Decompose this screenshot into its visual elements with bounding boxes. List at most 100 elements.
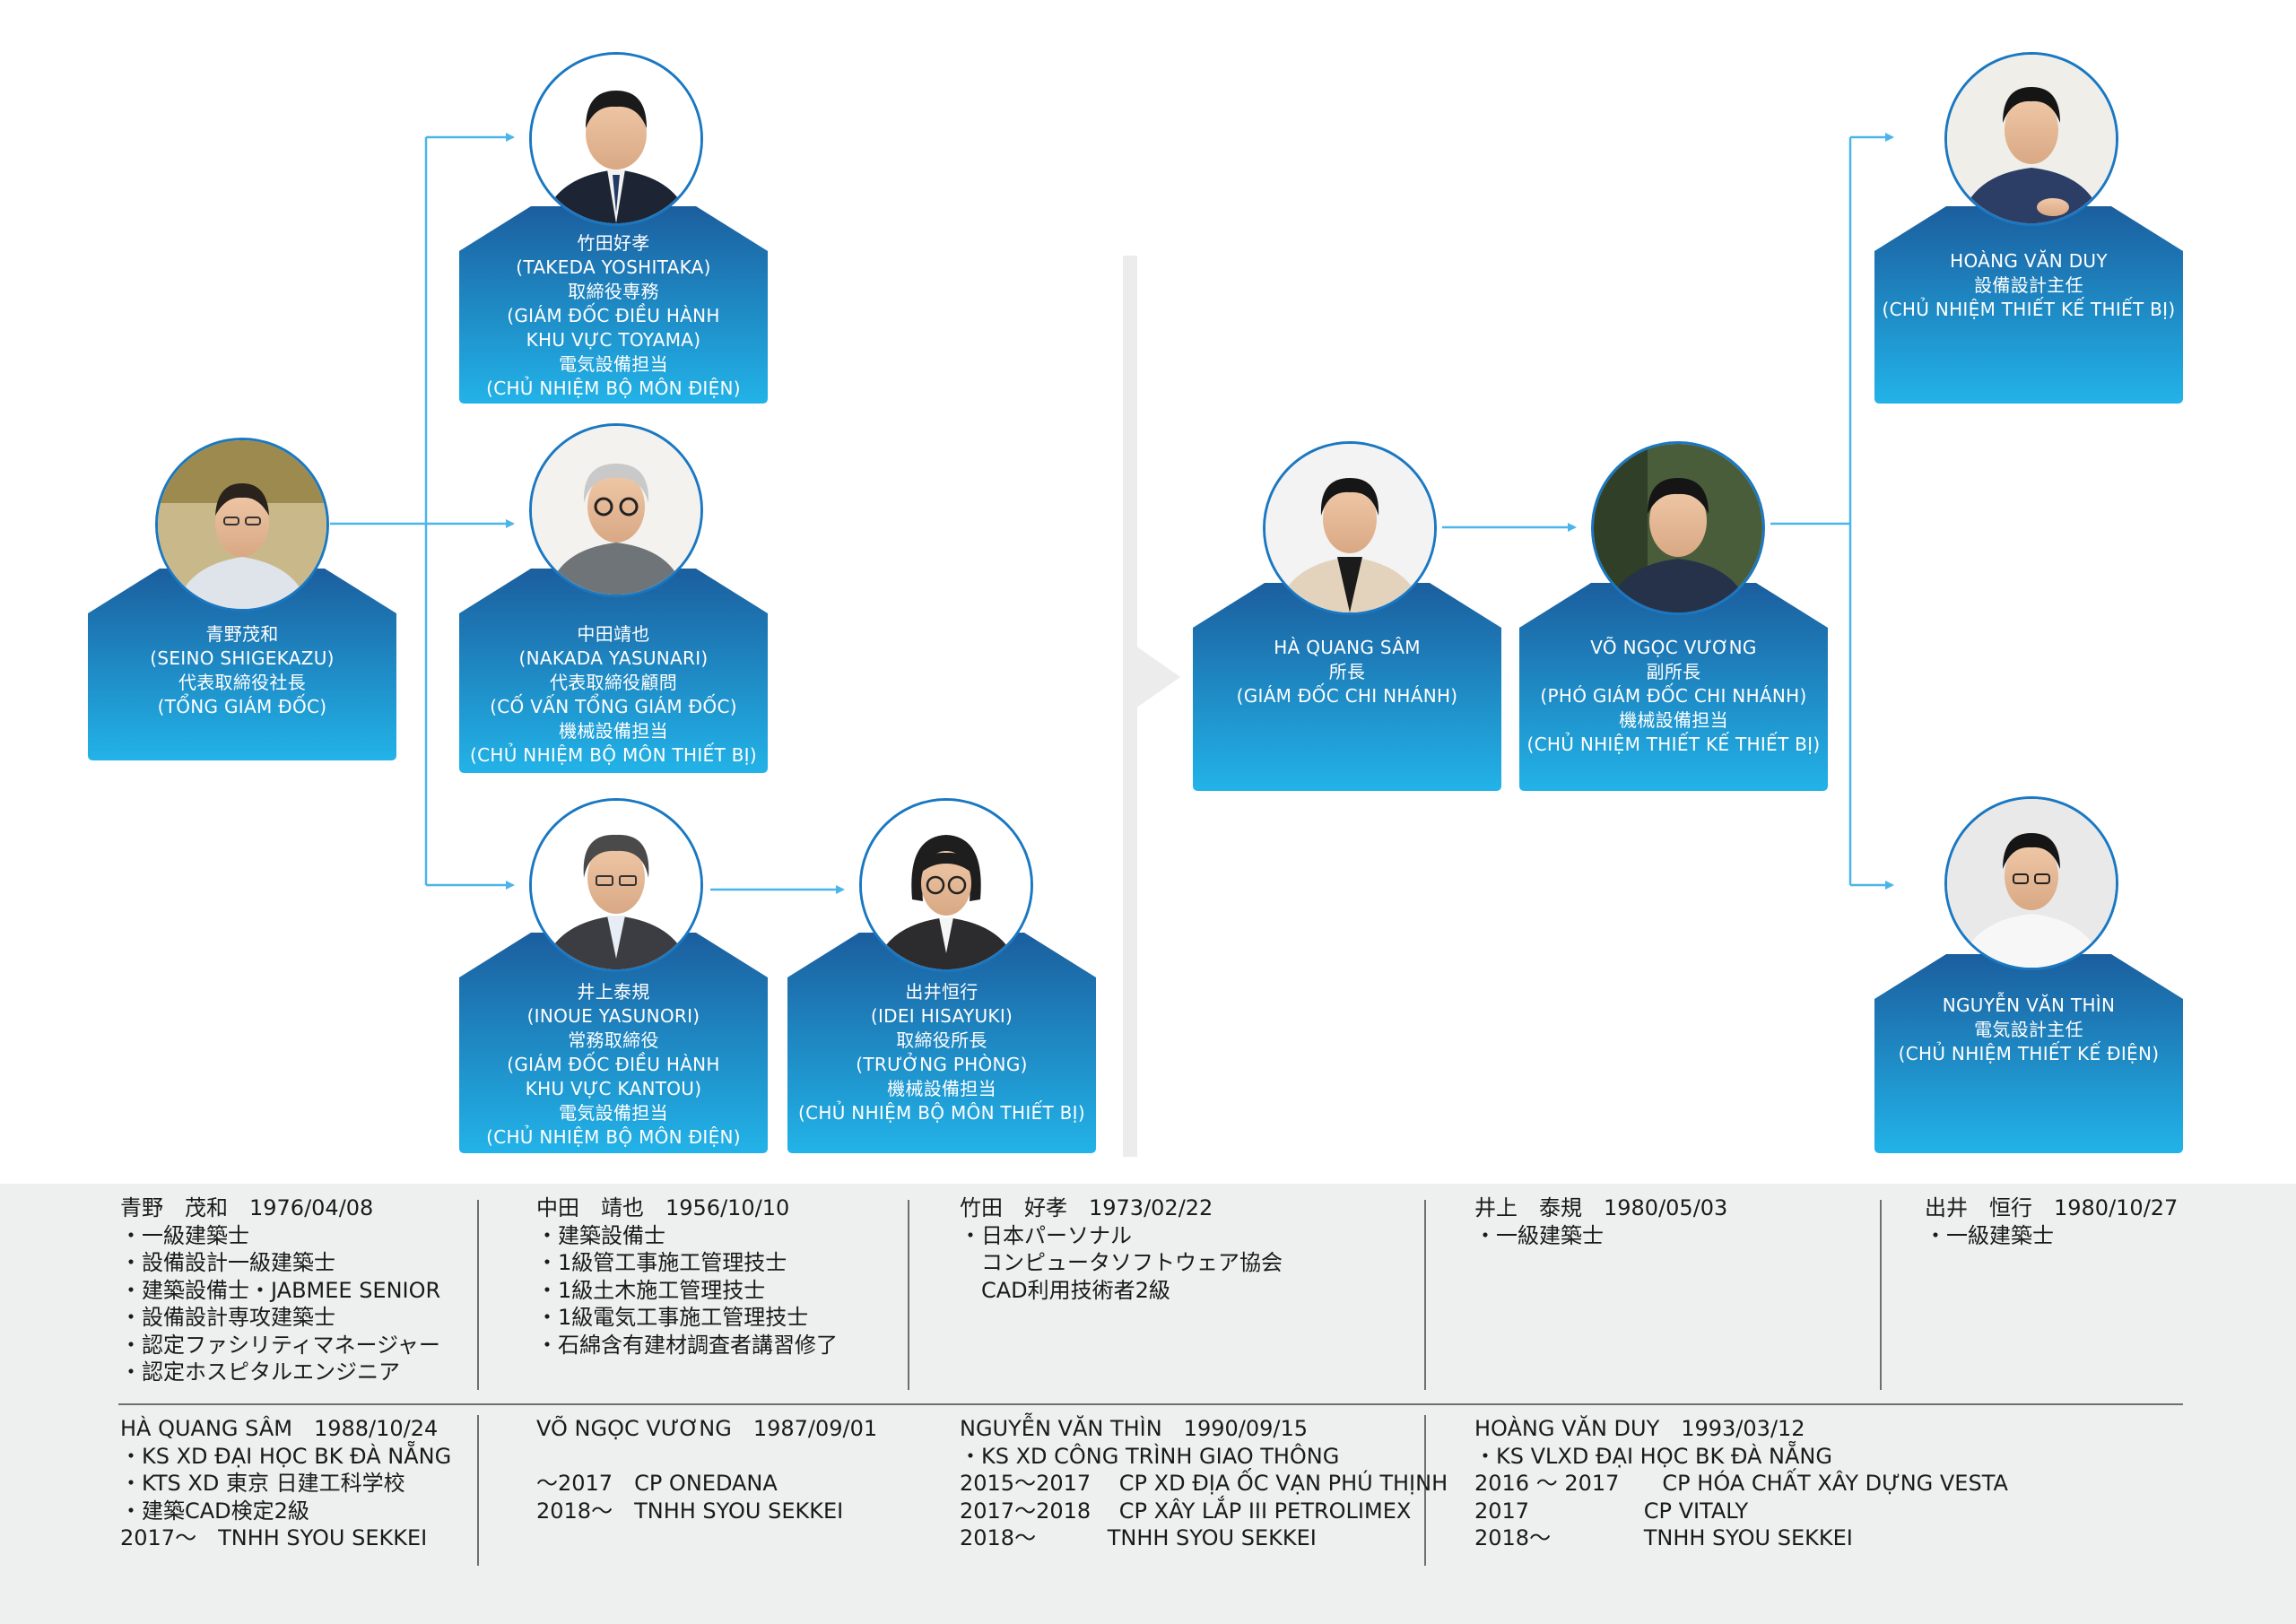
- card-shape: [459, 569, 768, 773]
- duty-vi: (CHỦ NHIỆM BỘ MÔN ĐIỆN): [486, 378, 741, 399]
- role-vi: (TỔNG GIÁM ĐỐC): [157, 696, 327, 717]
- card-shape: [1874, 954, 2183, 1153]
- column-separator: [1880, 1200, 1882, 1390]
- card-shape: [1874, 206, 2183, 404]
- profile-line: ・認定ファシリティマネージャー: [120, 1332, 440, 1358]
- profile-heading: VÕ NGỌC VƯƠNG 1987/09/01: [536, 1416, 878, 1441]
- role-jp: 電気設計主任: [1974, 1019, 2083, 1040]
- person-card-hoang: HOÀNG VĂN DUY 設備設計主任 (CHỦ NHIỆM THIẾT KẾ…: [1874, 206, 2183, 404]
- profile-line: コンピュータソフトウェア協会: [960, 1250, 1283, 1275]
- profile-heading: HOÀNG VĂN DUY 1993/03/12: [1474, 1416, 1805, 1441]
- profile-line: ・一級建築士: [1925, 1222, 2054, 1248]
- profile-line: ・日本パーソナル: [960, 1222, 1132, 1248]
- profile-heading: 青野 茂和 1976/04/08: [120, 1195, 374, 1220]
- profile-line: 2018〜 TNHH SYOU SEKKEI: [1474, 1525, 1853, 1550]
- profile-line: 2016 〜 2017 CP HÓA CHẤT XÂY DỰNG VESTA: [1474, 1471, 2008, 1496]
- card-text: HÀ QUANG SÂM 所長 (GIÁM ĐỐC CHI NHÁNH): [1193, 636, 1501, 708]
- avatar-photo-nakada: [529, 423, 703, 597]
- avatar-photo-nguyen: [1944, 796, 2118, 970]
- card-text: HOÀNG VĂN DUY 設備設計主任 (CHỦ NHIỆM THIẾT KẾ…: [1874, 249, 2183, 322]
- avatar-photo-aono: [155, 438, 329, 612]
- section-divider: [1123, 256, 1137, 1157]
- profile-line: 2017〜 TNHH SYOU SEKKEI: [120, 1525, 428, 1550]
- avatar-photo-vo: [1591, 441, 1765, 615]
- card-text: 出井恒行 (IDEI HISAYUKI) 取締役所長 (TRƯỞNG PHÒNG…: [787, 980, 1096, 1125]
- profile-line: ・設備設計一級建築士: [120, 1250, 335, 1275]
- profile-line: ・認定ホスピタルエンジニア: [120, 1359, 400, 1385]
- profile-heading: HÀ QUANG SÂM 1988/10/24: [120, 1416, 439, 1441]
- profile-line: 2017 CP VITALY: [1474, 1498, 1749, 1524]
- name-romaji: (IDEI HISAYUKI): [870, 1005, 1013, 1027]
- card-text: 中田靖也 (NAKADA YASUNARI) 代表取締役顧問 (CỐ VẤN T…: [459, 622, 768, 768]
- profile-line: 2015〜2017 CP XD ĐỊA ỐC VẠN PHÚ THỊNH: [960, 1471, 1448, 1496]
- profile-heading: 出井 恒行 1980/10/27: [1925, 1195, 2179, 1220]
- profile-heading: 中田 靖也 1956/10/10: [536, 1195, 790, 1220]
- person-card-aono: 青野茂和 (SEINO SHIGEKAZU) 代表取締役社長 (TỔNG GIÁ…: [88, 569, 396, 760]
- avatar-photo-hoang: [1944, 52, 2118, 226]
- profile-nakada: 中田 靖也 1956/10/10 ・建築設備士 ・1級管工事施工管理技士 ・1級…: [536, 1194, 838, 1359]
- card-text: 青野茂和 (SEINO SHIGEKAZU) 代表取締役社長 (TỔNG GIÁ…: [88, 622, 396, 719]
- role-jp: 所長: [1328, 661, 1366, 682]
- card-shape: [1193, 583, 1501, 791]
- profile-line: 2018〜 TNHH SYOU SEKKEI: [960, 1525, 1317, 1550]
- profile-takeda: 竹田 好孝 1973/02/22 ・日本パーソナル コンピュータソフトウェア協会…: [960, 1194, 1283, 1304]
- column-separator: [477, 1200, 479, 1390]
- connector-lines: [330, 133, 1894, 894]
- profile-line: ・石綿含有建材調査者講習修了: [536, 1332, 838, 1358]
- person-card-nakada: 中田靖也 (NAKADA YASUNARI) 代表取締役顧問 (CỐ VẤN T…: [459, 569, 768, 773]
- duty-jp: 機械設備担当: [559, 720, 668, 742]
- profile-line: ・KTS XD 東京 日建工科学校: [120, 1471, 405, 1496]
- avatar-photo-ha: [1263, 441, 1437, 615]
- role-vi: (GIÁM ĐỐC ĐIỀU HÀNH: [507, 305, 720, 326]
- role-jp: 代表取締役社長: [178, 672, 307, 693]
- role-vi: (GIÁM ĐỐC CHI NHÁNH): [1236, 685, 1458, 707]
- profile-idei: 出井 恒行 1980/10/27 ・一級建築士: [1925, 1194, 2178, 1249]
- name-vi: VÕ NGỌC VƯƠNG: [1590, 637, 1757, 658]
- profile-inoue: 井上 泰規 1980/05/03 ・一級建築士: [1474, 1194, 1727, 1249]
- name-jp: 中田靖也: [577, 623, 650, 645]
- profile-line: 〜2017 CP ONEDANA: [536, 1471, 778, 1496]
- role-vi: (CHỦ NHIỆM THIẾT KẾ ĐIỆN): [1898, 1043, 2160, 1064]
- profile-line: ・建築設備士・JABMEE SENIOR: [120, 1277, 441, 1303]
- name-jp: 青野茂和: [205, 623, 279, 645]
- profile-nguyen: NGUYỄN VĂN THÌN 1990/09/15 ・KS XD CÔNG T…: [960, 1415, 1448, 1552]
- card-shape: [1519, 583, 1828, 791]
- name-vi: HOÀNG VĂN DUY: [1950, 250, 2108, 272]
- org-chart: [330, 133, 1894, 1157]
- profile-line: ・設備設計専攻建築士: [120, 1305, 335, 1330]
- role-vi: (GIÁM ĐỐC ĐIỀU HÀNH: [507, 1054, 720, 1075]
- profile-line: 2017〜2018 CP XÂY LẮP III PETROLIMEX: [960, 1498, 1412, 1524]
- profiles-panel: 青野 茂和 1976/04/08 ・一級建築士 ・設備設計一級建築士 ・建築設備…: [0, 1184, 2296, 1624]
- avatar-photo-takeda: [529, 52, 703, 226]
- person-card-takeda: 竹田好孝 (TAKEDA YOSHITAKA) 取締役専務 (GIÁM ĐỐC …: [459, 206, 768, 404]
- name-romaji: (INOUE YASUNORI): [526, 1005, 700, 1027]
- card-shape: [459, 933, 768, 1153]
- card-shape: [787, 933, 1096, 1153]
- profile-aono: 青野 茂和 1976/04/08 ・一級建築士 ・設備設計一級建築士 ・建築設備…: [120, 1194, 440, 1386]
- role-vi-2: KHU VỰC KANTOU): [525, 1078, 702, 1099]
- profile-line: ・KS XD ĐẠI HỌC BK ĐÀ NẴNG: [120, 1443, 452, 1469]
- role-vi: (CHỦ NHIỆM THIẾT KẾ THIẾT BỊ): [1882, 299, 2176, 320]
- duty-jp: 機械設備担当: [1619, 709, 1728, 731]
- profile-line: ・KS XD CÔNG TRÌNH GIAO THÔNG: [960, 1443, 1340, 1469]
- duty-jp: 機械設備担当: [887, 1078, 996, 1099]
- person-card-vo: VÕ NGỌC VƯƠNG 副所長 (PHÓ GIÁM ĐỐC CHI NHÁN…: [1519, 583, 1828, 791]
- role-jp: 副所長: [1646, 661, 1701, 682]
- name-vi: NGUYỄN VĂN THÌN: [1942, 994, 2116, 1016]
- person-card-ha: HÀ QUANG SÂM 所長 (GIÁM ĐỐC CHI NHÁNH): [1193, 583, 1501, 791]
- card-text: VÕ NGỌC VƯƠNG 副所長 (PHÓ GIÁM ĐỐC CHI NHÁN…: [1519, 636, 1828, 757]
- role-jp: 取締役所長: [896, 1029, 987, 1051]
- profile-line: ・1級管工事施工管理技士: [536, 1250, 787, 1275]
- duty-jp: 電気設備担当: [559, 1102, 668, 1124]
- profile-vo: VÕ NGỌC VƯƠNG 1987/09/01 〜2017 CP ONEDAN…: [536, 1415, 877, 1524]
- column-separator: [477, 1415, 479, 1566]
- profile-line: ・一級建築士: [1474, 1222, 1604, 1248]
- avatar-photo-idei: [859, 798, 1033, 972]
- name-jp: 井上泰規: [577, 981, 650, 1003]
- profile-line: CAD利用技術者2級: [960, 1277, 1170, 1303]
- column-separator: [908, 1200, 909, 1390]
- name-jp: 竹田好孝: [577, 232, 650, 254]
- role-jp: 常務取締役: [568, 1029, 659, 1051]
- profile-heading: 竹田 好孝 1973/02/22: [960, 1195, 1213, 1220]
- profile-line: ・1級電気工事施工管理技士: [536, 1305, 809, 1330]
